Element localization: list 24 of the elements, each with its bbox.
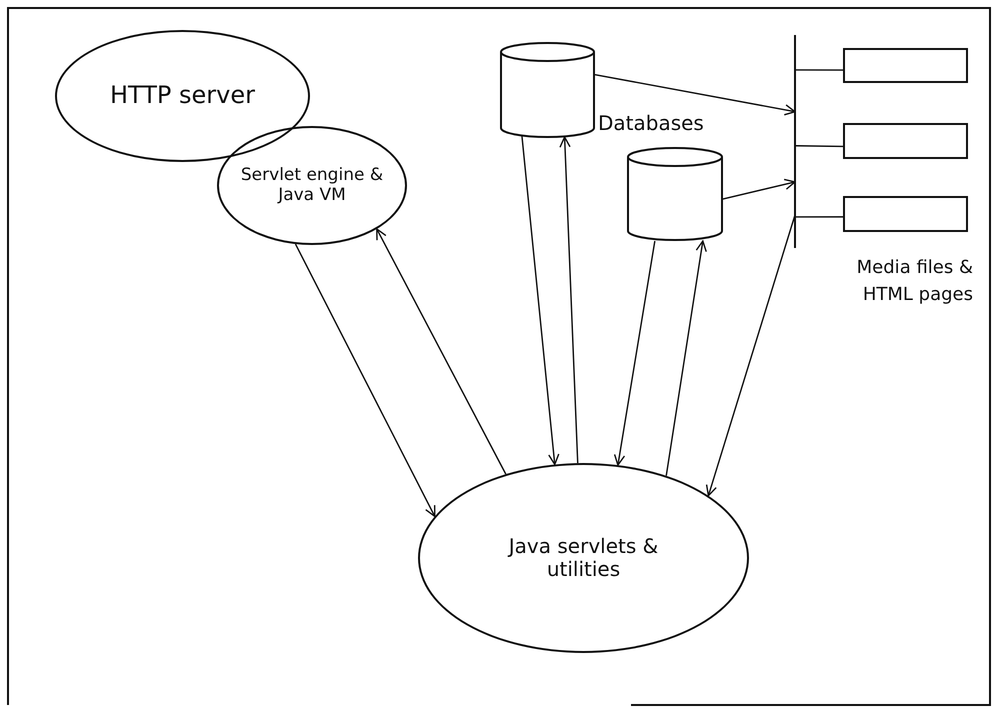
database-cylinder — [627, 147, 723, 241]
database-cylinder — [500, 42, 595, 138]
file-box — [843, 123, 968, 159]
node-label: Servlet engine & Java VM — [240, 166, 384, 206]
connector-line — [795, 145, 843, 148]
file-box — [843, 196, 968, 232]
file-box — [843, 48, 968, 83]
arrow — [706, 214, 796, 496]
arrow — [294, 244, 436, 518]
group-label: Media files & HTML pages — [856, 256, 973, 307]
connector-line — [795, 69, 843, 71]
arrow — [521, 135, 560, 466]
ellipse-node — [55, 30, 310, 162]
node-label: Java servlets & utilities — [506, 535, 660, 581]
arrow — [614, 240, 656, 466]
group-label: Databases — [598, 110, 704, 137]
arrow — [594, 74, 796, 116]
arrow — [559, 136, 578, 464]
arrow — [376, 228, 506, 474]
arrow — [666, 240, 707, 476]
node-label: HTTP server — [110, 82, 256, 110]
connector-line — [795, 216, 843, 218]
ellipse-node — [217, 126, 407, 245]
ellipse-node — [418, 463, 749, 653]
